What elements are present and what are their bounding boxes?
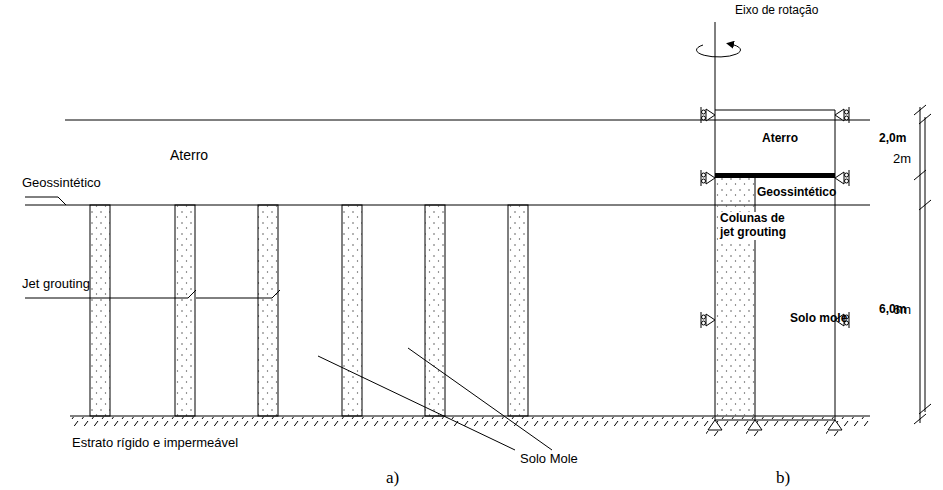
support-hatch: [826, 431, 844, 436]
roller-support: [706, 172, 715, 184]
panel-a: [25, 114, 931, 450]
column: [425, 205, 445, 416]
column: [508, 205, 528, 416]
callout-label: Jet grouting: [22, 277, 90, 292]
callout-label: Solo Mole: [520, 452, 578, 467]
roller: [702, 179, 706, 183]
panel-label: b): [776, 468, 790, 488]
dimension-label: 6,0m: [879, 303, 906, 317]
column: [258, 205, 278, 416]
layer-label: Geossintético: [22, 176, 101, 191]
pin-support: [828, 420, 842, 430]
layer-label: Geossintético: [757, 186, 836, 200]
roller: [845, 173, 849, 177]
dimension-label: 2,0m: [879, 132, 906, 146]
layer-label: Aterro: [170, 147, 208, 163]
roller: [845, 179, 849, 183]
roller-support: [835, 109, 844, 121]
roller: [845, 110, 849, 114]
layer-label: Aterro: [762, 132, 798, 146]
roller-base: [701, 312, 702, 328]
layer-label: Solo mole: [790, 312, 847, 326]
column: [342, 205, 362, 416]
dimension-label: 2m: [893, 152, 911, 167]
roller: [845, 116, 849, 120]
column: [175, 205, 195, 416]
panel-b: [697, 22, 926, 436]
roller: [702, 315, 706, 319]
roller-base: [849, 170, 850, 186]
column-label: Colunas de jet grouting: [718, 212, 800, 240]
roller-support: [706, 314, 715, 326]
layer-label: Estrato rígido e impermeável: [72, 436, 238, 451]
jet-grouting-columns: [90, 205, 528, 416]
roller-base: [701, 107, 702, 123]
roller: [702, 116, 706, 120]
pin-support: [708, 420, 722, 430]
roller-support: [835, 172, 844, 184]
roller: [702, 321, 706, 325]
pin-support: [748, 420, 762, 430]
roller-base: [849, 107, 850, 123]
panel-label: a): [386, 468, 399, 488]
axis-label: Eixo de rotação: [735, 4, 818, 18]
support-hatch: [706, 431, 724, 436]
roller: [702, 173, 706, 177]
column: [90, 205, 110, 416]
roller-base: [701, 170, 702, 186]
roller-support: [706, 109, 715, 121]
roller: [702, 110, 706, 114]
support-hatch: [746, 431, 764, 436]
roller-base: [849, 312, 850, 328]
supports: [701, 107, 849, 436]
